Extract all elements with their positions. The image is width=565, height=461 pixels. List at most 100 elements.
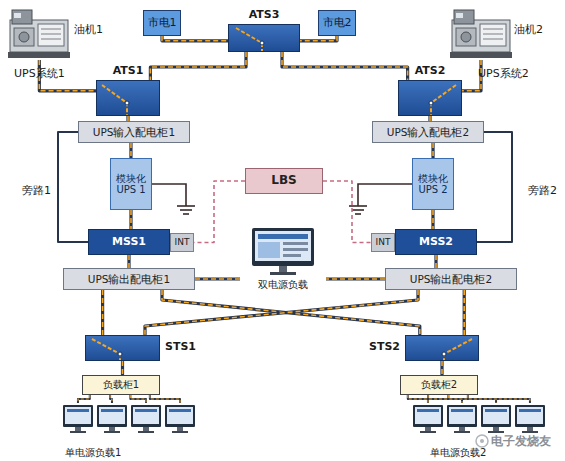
ups-box: 模块化 UPS 1 [110, 158, 152, 210]
transfer-switch: ATS3 [228, 24, 300, 52]
static-switch: STS2 [405, 335, 479, 361]
cable-core [162, 36, 228, 41]
switch-pivot [118, 41, 446, 356]
power-connector [58, 132, 88, 242]
watermark: 电子发烧友 [491, 433, 551, 450]
box-label: UPS输出配电柜1 [88, 273, 170, 285]
cable-dash [326, 278, 385, 280]
transfer-switch: ATS1 [96, 80, 160, 116]
cable-core [408, 395, 428, 403]
cable-core [129, 210, 132, 229]
cable-core [130, 395, 146, 403]
cable-core [110, 395, 112, 403]
cable-core [300, 36, 337, 41]
box-label: UPS输出配电柜2 [410, 273, 492, 285]
signal-connector [194, 181, 245, 243]
generator-label: 油机1 [74, 24, 103, 37]
generator-node: 油机1 [8, 2, 103, 60]
signal-connector [323, 181, 371, 243]
power-connector [131, 210, 132, 229]
cable-dash [130, 210, 132, 229]
power-connector [282, 52, 408, 80]
bypass-switch: MSS2 [395, 229, 477, 255]
power-connector [436, 255, 437, 268]
cable-core [431, 210, 434, 229]
box-label: UPS输入配电柜1 [93, 126, 175, 138]
box-label: UPS输入配电柜2 [387, 126, 469, 138]
cable-dash [130, 143, 132, 158]
bypass-label: 旁路1 [22, 183, 51, 198]
cable-core [468, 395, 530, 403]
interface-box: INT [170, 233, 194, 252]
cable-core [101, 290, 104, 335]
cable-dash [150, 395, 180, 403]
box-label: 模块化 UPS 1 [115, 173, 147, 196]
load-label: 双电源负载 [258, 279, 308, 291]
cable-core [440, 361, 443, 375]
cable-core [463, 290, 466, 335]
cable-dash [78, 395, 90, 403]
ground-symbol [152, 184, 195, 214]
cable-core [150, 395, 180, 403]
cabinet-box: UPS输入配电柜2 [372, 121, 484, 143]
box-label: INT [175, 237, 190, 247]
bypass-switch: MSS1 [88, 229, 170, 255]
switch-label: ATS2 [399, 65, 461, 78]
monitor-illustration [252, 228, 314, 275]
power-connector [102, 290, 103, 335]
cable-dash [130, 395, 146, 403]
switch-label: ATS1 [97, 65, 159, 78]
signal-line [194, 181, 245, 243]
box-label: 负载柜2 [421, 379, 457, 391]
cable-dash [468, 395, 530, 403]
load-label: 单电源负载2 [430, 447, 486, 459]
cable-dash [441, 361, 443, 375]
bypass-line [58, 132, 88, 242]
cable-dash [110, 395, 112, 403]
box-label: MSS2 [419, 236, 453, 249]
cabinet-box: UPS输出配电柜1 [63, 268, 195, 290]
cable-dash [150, 52, 246, 80]
power-connector [130, 143, 131, 158]
cable-dash [282, 52, 408, 80]
monitor-illustration [63, 405, 195, 433]
box-label: 负载柜1 [103, 379, 139, 391]
watermark-logo [476, 435, 488, 447]
cable-dash [300, 36, 337, 41]
signal-line [323, 181, 371, 243]
power-connector [122, 361, 123, 375]
cable-core [129, 143, 132, 158]
power-connector [195, 279, 240, 280]
generator-illustration [8, 10, 70, 58]
generator-illustration [450, 10, 512, 58]
power-connector [468, 395, 530, 403]
power-connector [433, 143, 434, 158]
power-connector [162, 36, 228, 41]
load-node: 双电源负载 [240, 226, 326, 290]
cable-dash [162, 36, 228, 41]
generator-node: 油机2 [448, 2, 558, 60]
switch-label: STS2 [369, 341, 400, 354]
switch-blade [92, 28, 472, 360]
power-connector [408, 395, 428, 403]
load-node: 单电源负载1 [55, 403, 195, 458]
cable-dash [435, 255, 437, 268]
power-connector [150, 395, 180, 403]
load-node: 单电源负载2 [405, 403, 555, 458]
load-label: 单电源负载1 [65, 447, 121, 459]
cable-dash [408, 395, 428, 403]
box-label: 市电1 [148, 17, 177, 30]
cable-core [282, 52, 408, 80]
cable-core [127, 255, 130, 268]
load-cabinet: 负载柜1 [82, 375, 160, 395]
ground-symbol [349, 184, 412, 214]
cable-dash [128, 255, 130, 268]
power-connector [433, 210, 434, 229]
switch-label: ATS3 [229, 9, 299, 22]
cable-core [121, 361, 124, 375]
box-label: MSS1 [112, 236, 146, 249]
generator-label: 油机2 [514, 24, 543, 37]
cabinet-box: UPS输入配电柜1 [78, 121, 190, 143]
power-connector [78, 395, 90, 403]
